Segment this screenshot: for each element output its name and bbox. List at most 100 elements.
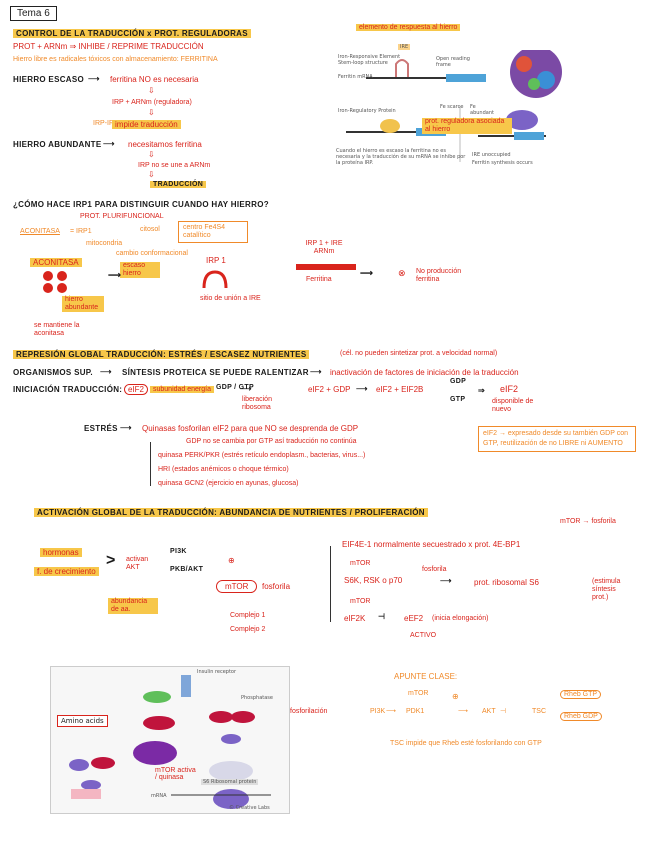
- hormonas-text: hormonas: [40, 548, 82, 557]
- figure1-irp-desc: prot. reguladora asociada al hierro: [422, 118, 512, 134]
- inhibit-arrow-icon: ⊣: [500, 707, 506, 715]
- inactivacion-text: inactivación de factores de iniciación d…: [330, 368, 519, 377]
- box-note: eIF2 → expresado desde su también GDP co…: [478, 426, 636, 452]
- s6k-text: S6K, RSK o p70: [344, 576, 402, 585]
- figure1-iron-reg-label: Iron-Regulatory Protein: [338, 108, 396, 114]
- iniciacion-text: INICIACIÓN TRADUCCIÓN:: [13, 385, 122, 394]
- complejo2-text: Complejo 2: [230, 626, 265, 633]
- figure-mtor-pathway: Insulin receptor Phosphatase Amino acids…: [50, 666, 290, 814]
- apunte-mtor: mTOR: [408, 690, 428, 697]
- eif4e-text: EIF4E-1 normalmente secuestrado x prot. …: [342, 540, 520, 549]
- gtp-text: GTP: [450, 396, 465, 403]
- cambio-conf-text: cambio conformacional: [116, 250, 188, 257]
- eif2k-text: eIF2K: [344, 614, 365, 623]
- traduccion-text: TRADUCCIÓN: [150, 181, 206, 188]
- apunte-pdk1: PDK1: [406, 708, 424, 715]
- arrow-right-icon: ⟶: [103, 139, 115, 148]
- figure1-ferritin-synth: Ferritin synthesis occurs: [472, 160, 533, 166]
- arrow-right-icon: ⟶: [360, 268, 373, 279]
- arrow-right-icon: ⟶: [108, 270, 121, 281]
- arrow-right-icon: ⟶: [88, 74, 100, 83]
- apunte-akt: AKT: [482, 708, 496, 715]
- complejo1-text: Complejo 1: [230, 612, 265, 619]
- figure2-copyright: © Creative Labs: [229, 805, 270, 811]
- sintesis-text: SÍNTESIS PROTEICA SE PUEDE RALENTIZAR: [122, 368, 309, 377]
- aconitasa-text: ACONITASA: [20, 228, 60, 235]
- figure1-ire-unoccupied: IRE unoccupied: [472, 152, 511, 158]
- gdp-text: GDP: [450, 378, 466, 385]
- figure2-s6-ribosomal: S6 Ribosomal protein: [201, 779, 258, 785]
- kinase-1-text: quinasa PERK/PKR (estrés retículo endopl…: [158, 452, 365, 459]
- hierro-escaso-label: HIERRO ESCASO: [13, 75, 84, 84]
- eef2-note-text: (inicia elongación): [432, 615, 488, 622]
- prot-ribo-text: prot. ribosomal S6: [474, 578, 539, 587]
- eef2-text: eEF2: [404, 614, 423, 623]
- pkb-text: PKB/AKT: [170, 566, 203, 573]
- f-crecimiento-text: f. de crecimiento: [34, 567, 99, 576]
- arrow-right-icon: ⟶: [120, 423, 132, 432]
- eq-irp1-text: = IRP1: [70, 228, 92, 235]
- pi3k-text: PI3K: [170, 548, 187, 555]
- section1-line2: Hierro libre es radicales tóxicos con al…: [13, 56, 218, 63]
- figure1-top-label: elemento de respuesta al hierro: [356, 24, 460, 31]
- organismos-text: ORGANISMOS SUP.: [13, 368, 93, 377]
- abundancia-text: abundancia de aa.: [108, 598, 158, 614]
- hierro-abundante-node: hierro abundante: [62, 296, 104, 312]
- activo-text: ACTIVO: [410, 632, 436, 639]
- apunte-tsc: TSC: [532, 708, 546, 715]
- kinase-2-text: HRI (estados anémicos o choque térmico): [158, 466, 289, 473]
- arrow-right-icon: ⟶: [386, 707, 396, 715]
- section4-heading: ACTIVACIÓN GLOBAL DE LA TRADUCCIÓN: ABUN…: [34, 508, 428, 517]
- arrow-down-icon: ⇩: [148, 170, 155, 179]
- figure-ferritin-regulation: elemento de respuesta al hierro IRE Iron…: [336, 24, 648, 180]
- arrow-down-icon: ⇩: [148, 150, 155, 159]
- apunte-pi3k: PI3K: [370, 708, 385, 715]
- arrow-down-icon: ⇩: [148, 86, 155, 95]
- eif2-circled: eIF2: [124, 384, 148, 395]
- apunte-note: TSC impide que Rheb esté fosforilando co…: [390, 740, 542, 747]
- arrow-right-icon: ⇒: [478, 386, 485, 395]
- prot-plurif-text: PROT. PLURIFUNCIONAL: [80, 213, 164, 220]
- escaso-hierro-text: escaso hierro: [120, 262, 160, 278]
- section3-heading-note: (cél. no pueden sintetizar prot. a veloc…: [340, 350, 497, 357]
- arrow-right-icon: ⟶: [356, 384, 368, 393]
- estres-text: ESTRÉS: [84, 424, 118, 433]
- page-title: Tema 6: [10, 6, 57, 21]
- irp-no-text: IRP no se une a ARNm: [138, 162, 210, 169]
- eif2-note-text: disponible de nuevo: [492, 398, 548, 414]
- figure1-ferritin-mrna-label: Ferritin mRNA: [338, 74, 373, 80]
- arrow-right-icon: ⟶: [240, 384, 252, 393]
- ferritina-label: Ferritina: [306, 276, 332, 283]
- fosforila2-text: fosforila: [422, 566, 447, 573]
- kinase-3-text: quinasa GCN2 (ejercicio en ayunas, gluco…: [158, 480, 298, 487]
- eif2-gdp-text: eIF2 + GDP: [308, 385, 350, 394]
- irp-ire-arnm-text: IRP 1 + IRE ARNm: [300, 240, 348, 256]
- impide-traduccion-text: impide traducción: [112, 120, 181, 129]
- ribo-note-text: (estimula síntesis prot.): [592, 578, 632, 602]
- section3-heading: REPRESIÓN GLOBAL TRADUCCIÓN: ESTRÉS / ES…: [13, 350, 309, 359]
- eif2-final-text: eIF2: [500, 384, 518, 394]
- inhibit-arrow-icon: ⊣: [378, 612, 385, 621]
- irp1-node: IRP 1: [206, 256, 226, 265]
- figure1-caption: Cuando el hierro es escaso la ferritina …: [336, 148, 466, 166]
- activating-plus-icon: ⊕: [228, 556, 235, 565]
- gdp-no-text: GDP no se cambia por GTP así traducción …: [186, 438, 357, 445]
- iron-cluster-icon: [40, 270, 70, 294]
- figure1-fe-scarce-label: Fe scarce: [440, 104, 464, 110]
- arrow-right-icon: ⟶: [100, 367, 112, 376]
- necesitamos-text: necesitamos ferritina: [128, 140, 202, 149]
- mitocondria-text: mitocondria: [86, 240, 122, 247]
- hierro-abundante-label: HIERRO ABUNDANTE: [13, 140, 102, 149]
- ferritina-no-text: ferritina NO es necesaria: [110, 75, 198, 84]
- ferritina-mrna-bar: [296, 264, 356, 270]
- apunte-rheb-gdp: Rheb GDP: [560, 712, 602, 721]
- figure1-fe-abundant-label: Fe abundant: [470, 104, 500, 116]
- greater-than-icon: >: [106, 552, 116, 570]
- sitio-union-text: sitio de unión a IRE: [200, 295, 261, 302]
- apunte-plus-icon: ⊕: [452, 692, 459, 701]
- no-prod-icon: ⊗: [398, 268, 406, 279]
- mtor2-text: mTOR: [350, 560, 370, 567]
- bracket-line: [330, 546, 331, 622]
- aconitasa-node: ACONITASA: [30, 258, 82, 267]
- figure2-pathway-diagram: [51, 667, 289, 813]
